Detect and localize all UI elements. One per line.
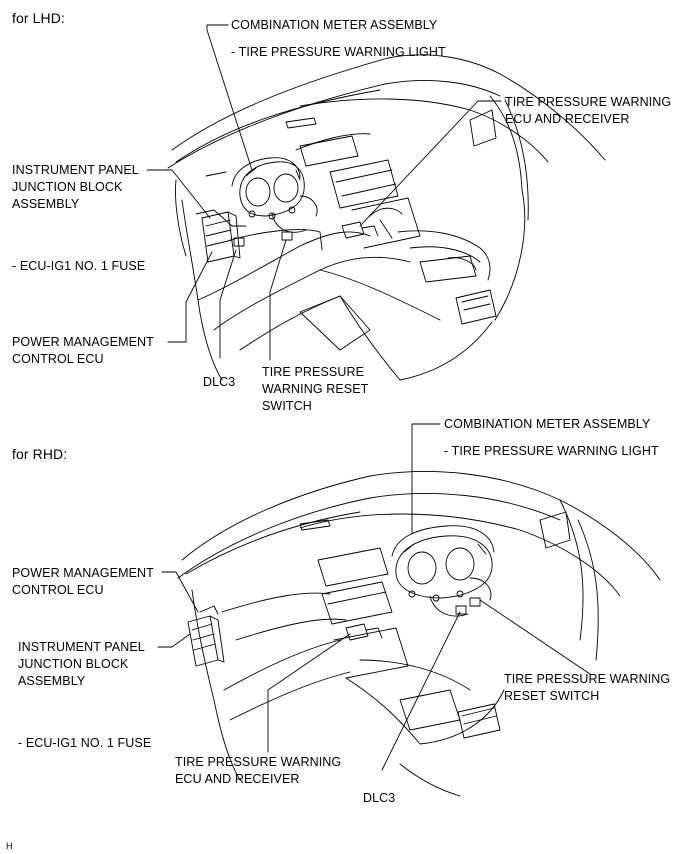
lhd-leader-lines xyxy=(146,24,502,361)
rhd-junction-block xyxy=(187,605,225,667)
rhd-dlc3-label: DLC3 xyxy=(363,791,396,805)
lhd-junction-block-label-line1: INSTRUMENT PANEL xyxy=(12,163,139,177)
rhd-junction-block-label-line1: INSTRUMENT PANEL xyxy=(18,640,145,654)
rhd-power-mgmt-label-line2: CONTROL ECU xyxy=(12,583,104,597)
lhd-fuse-label: - ECU-IG1 NO. 1 FUSE xyxy=(12,259,146,273)
rhd-dlc3-connector xyxy=(455,605,467,615)
lhd-reset-switch-label-line1: TIRE PRESSURE xyxy=(262,365,365,379)
lhd-combination-meter-label: COMBINATION METER ASSEMBLY xyxy=(231,18,438,32)
lhd-ecu-receiver xyxy=(341,221,379,239)
rhd-combination-meter xyxy=(395,535,493,602)
rhd-junction-block-label-line2: JUNCTION BLOCK xyxy=(18,657,129,671)
rhd-combination-meter-label: COMBINATION METER ASSEMBLY xyxy=(444,417,651,431)
rhd-fuse-label: - ECU-IG1 NO. 1 FUSE xyxy=(18,736,152,750)
lhd-power-mgmt-label-line1: POWER MANAGEMENT xyxy=(12,335,154,349)
rhd-reset-switch-label-line1: TIRE PRESSURE WARNING xyxy=(504,672,671,686)
rhd-ecu-receiver-label-line1: TIRE PRESSURE WARNING xyxy=(175,755,342,769)
lhd-junction-block xyxy=(201,211,245,263)
lhd-dlc3-connector xyxy=(281,231,293,241)
rhd-dashboard-drawing xyxy=(177,471,661,797)
lhd-reset-switch-label-line3: SWITCH xyxy=(262,399,312,413)
lhd-power-mgmt-label-line2: CONTROL ECU xyxy=(12,352,104,366)
lhd-dashboard-drawing xyxy=(167,54,606,381)
rhd-leader-lines xyxy=(157,423,591,771)
figure-code: H xyxy=(6,841,13,851)
lhd-dlc3-label: DLC3 xyxy=(203,375,236,389)
rhd-reset-switch-label-line2: RESET SWITCH xyxy=(504,689,600,703)
lhd-junction-block-label-line3: ASSEMBLY xyxy=(12,197,80,211)
rhd-ecu-receiver-label-line2: ECU AND RECEIVER xyxy=(175,772,300,786)
lhd-warning-light-label: - TIRE PRESSURE WARNING LIGHT xyxy=(231,45,446,59)
lhd-junction-block-label-line2: JUNCTION BLOCK xyxy=(12,180,123,194)
rhd-reset-switch xyxy=(469,597,481,607)
rhd-ecu-receiver xyxy=(345,623,383,641)
rhd-header: for RHD: xyxy=(12,446,68,462)
lhd-combination-meter xyxy=(239,161,305,220)
lhd-header: for LHD: xyxy=(12,10,65,26)
rhd-warning-light-label: - TIRE PRESSURE WARNING LIGHT xyxy=(444,444,659,458)
lhd-reset-switch-label-line2: WARNING RESET xyxy=(262,382,369,396)
lhd-ecu-receiver-label-line1: TIRE PRESSURE WARNING xyxy=(505,95,672,109)
rhd-power-mgmt-label-line1: POWER MANAGEMENT xyxy=(12,566,154,580)
rhd-junction-block-label-line3: ASSEMBLY xyxy=(18,674,86,688)
lhd-ecu-receiver-label-line2: ECU AND RECEIVER xyxy=(505,112,630,126)
